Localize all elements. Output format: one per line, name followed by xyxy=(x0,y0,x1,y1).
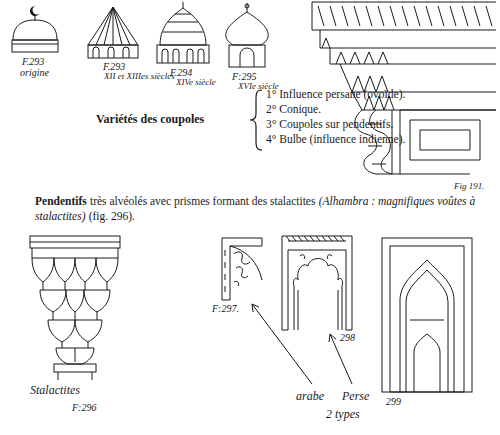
paragraph: Pendentifstrès alvéolés avec prismes for… xyxy=(35,194,493,224)
figure-label: XII et XIIIes siècles xyxy=(104,72,175,82)
figure-label: F:295 xyxy=(232,71,256,82)
figure-label: Perse xyxy=(342,390,369,403)
list-item: 1° Influence persane (ovoïde). xyxy=(266,88,405,101)
paragraph-text: Pendentifs xyxy=(35,195,87,207)
figure-label: 298 xyxy=(340,332,355,343)
paragraph-text: (fig. 296). xyxy=(89,210,135,222)
leader-arrow xyxy=(252,304,352,384)
figure-label: arabe xyxy=(296,390,324,403)
figure-label: F.293 xyxy=(103,61,125,72)
figure-label: F.293 xyxy=(22,56,44,67)
dome-bulb xyxy=(226,3,269,67)
figure-label: origine xyxy=(20,67,49,78)
figure-label: F.294 xyxy=(170,67,192,78)
dome-conical xyxy=(88,7,138,58)
stalactite-capital xyxy=(30,236,120,380)
figure-label: Fig 191. xyxy=(454,182,485,192)
heading-label: Variétés des coupoles xyxy=(96,113,204,126)
dome-pendentive xyxy=(157,2,209,63)
persian-portal xyxy=(382,238,472,392)
arabic-arch xyxy=(282,236,352,330)
list-item: 2° Conique. xyxy=(266,103,321,116)
list-item: 3° Coupoles sur pendentifs. xyxy=(266,118,393,131)
figure-label: Stalactites xyxy=(30,384,80,397)
dome-origin xyxy=(12,6,58,52)
arabic-arch-detail xyxy=(222,238,262,300)
figure-label: F:296 xyxy=(72,402,96,413)
brace xyxy=(250,90,262,150)
figure-label: 299 xyxy=(386,396,401,407)
figure-label: XIVe siècle xyxy=(176,78,216,88)
figure-label: F:297. xyxy=(212,303,239,314)
paragraph-text: très alvéolés avec prismes formant des s… xyxy=(90,195,315,207)
list-item: 4° Bulbe (influence indienne). xyxy=(266,133,405,146)
figure-label: 2 types xyxy=(326,408,360,421)
